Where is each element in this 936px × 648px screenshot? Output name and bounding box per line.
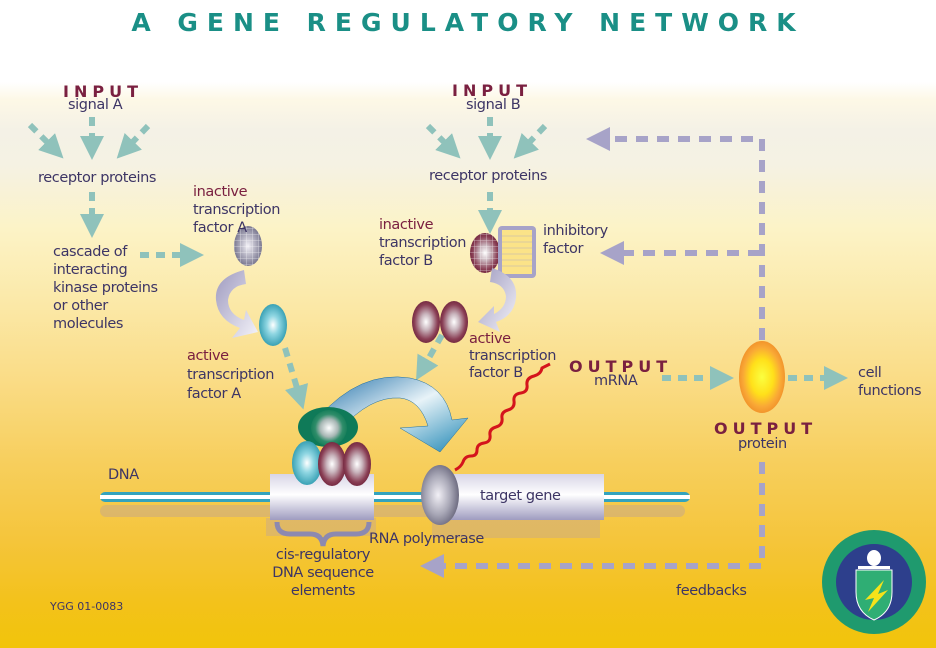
inactive-tf-b-label: inactive transcription factor B	[379, 216, 466, 270]
target-gene-tube	[432, 474, 604, 538]
active-tf-b-shape-1	[412, 301, 440, 343]
diagram-title: A GENE REGULATORY NETWORK	[131, 8, 805, 37]
target-gene-label: target gene	[480, 488, 561, 504]
cascade-line-4: or other	[53, 298, 108, 314]
input-b-heading: INPUT	[452, 81, 532, 100]
cascade-line-2: interacting	[53, 262, 128, 278]
inactive-tf-a-shape	[234, 226, 262, 266]
output-mrna-label: mRNA	[594, 373, 638, 389]
input-a-receptor: receptor proteins	[38, 170, 157, 186]
active-tf-b-state: active	[469, 331, 511, 347]
active-tf-a-shape	[259, 304, 287, 346]
active-tf-a-line1: transcription	[187, 367, 275, 383]
cascade-line-3: kinase proteins	[53, 280, 158, 296]
inactive-tf-b-state: inactive	[379, 217, 434, 233]
inhibitory-factor-label: inhibitory factor	[543, 222, 608, 258]
inactive-tf-a-state: inactive	[193, 184, 248, 200]
inhibitory-line2: factor	[543, 241, 584, 257]
active-tf-a-line2: factor A	[187, 386, 241, 402]
activation-arrow	[317, 376, 469, 453]
signal-b-arrows	[425, 117, 548, 234]
inactive-tf-b-line2: factor B	[379, 253, 433, 269]
activation-curl-b	[478, 268, 517, 332]
rna-polymerase-label: RNA polymerase	[369, 531, 484, 547]
inactive-tf-a-line2: factor A	[193, 220, 247, 236]
feedbacks-label: feedbacks	[676, 583, 747, 599]
tf-to-dna-arrows	[282, 333, 848, 410]
cis-line1: cis-regulatory	[275, 547, 371, 563]
cell-functions-line1: cell	[858, 365, 882, 381]
input-a-heading: INPUT	[63, 82, 143, 101]
cascade-label: cascade of interacting kinase proteins o…	[53, 243, 158, 333]
cis-line3: elements	[290, 583, 356, 599]
rna-polymerase-shape	[421, 465, 459, 525]
active-tf-b-label: active transcription factor B	[469, 331, 556, 382]
output-protein-heading: OUTPUT	[714, 419, 818, 438]
cis-regulatory-brace	[274, 521, 372, 547]
inactive-tf-b-shape	[470, 233, 500, 273]
activation-curl-a	[215, 270, 258, 338]
signal-a-arrows	[27, 117, 204, 267]
inhibitory-line1: inhibitory	[543, 223, 608, 239]
active-tf-b-shape-2	[440, 301, 468, 343]
cell-functions-line2: functions	[858, 383, 922, 399]
cis-regulatory-label: cis-regulatory DNA sequence elements	[258, 546, 388, 600]
output-protein-label: protein	[738, 436, 787, 452]
inactive-tf-a-label: inactive transcription factor A	[193, 183, 280, 237]
doe-seal	[822, 530, 926, 634]
inhibitory-factor-shape	[498, 226, 536, 278]
output-mrna-heading: OUTPUT	[569, 357, 673, 376]
input-b-receptor: receptor proteins	[429, 168, 548, 184]
active-tf-b-line2: factor B	[469, 365, 523, 381]
output-protein-shape	[739, 341, 785, 413]
tf-complex	[292, 407, 371, 486]
mrna-strand	[454, 362, 551, 472]
figure-code: YGG 01-0083	[50, 600, 124, 613]
active-tf-a-label: active transcription factor A	[187, 347, 274, 404]
input-b-signal: signal B	[466, 97, 521, 113]
input-a-signal: signal A	[68, 97, 123, 113]
cascade-line-1: cascade of	[53, 244, 127, 260]
active-tf-b-line1: transcription	[469, 348, 557, 364]
inactive-tf-a-line1: transcription	[193, 202, 281, 218]
feedback-arrows	[420, 127, 765, 578]
dna-label: DNA	[108, 467, 139, 483]
cell-functions-label: cell functions	[858, 364, 922, 400]
cascade-line-5: molecules	[53, 316, 124, 332]
inactive-tf-b-line1: transcription	[379, 235, 467, 251]
active-tf-a-state: active	[187, 348, 229, 364]
cis-line2: DNA sequence	[272, 565, 374, 581]
